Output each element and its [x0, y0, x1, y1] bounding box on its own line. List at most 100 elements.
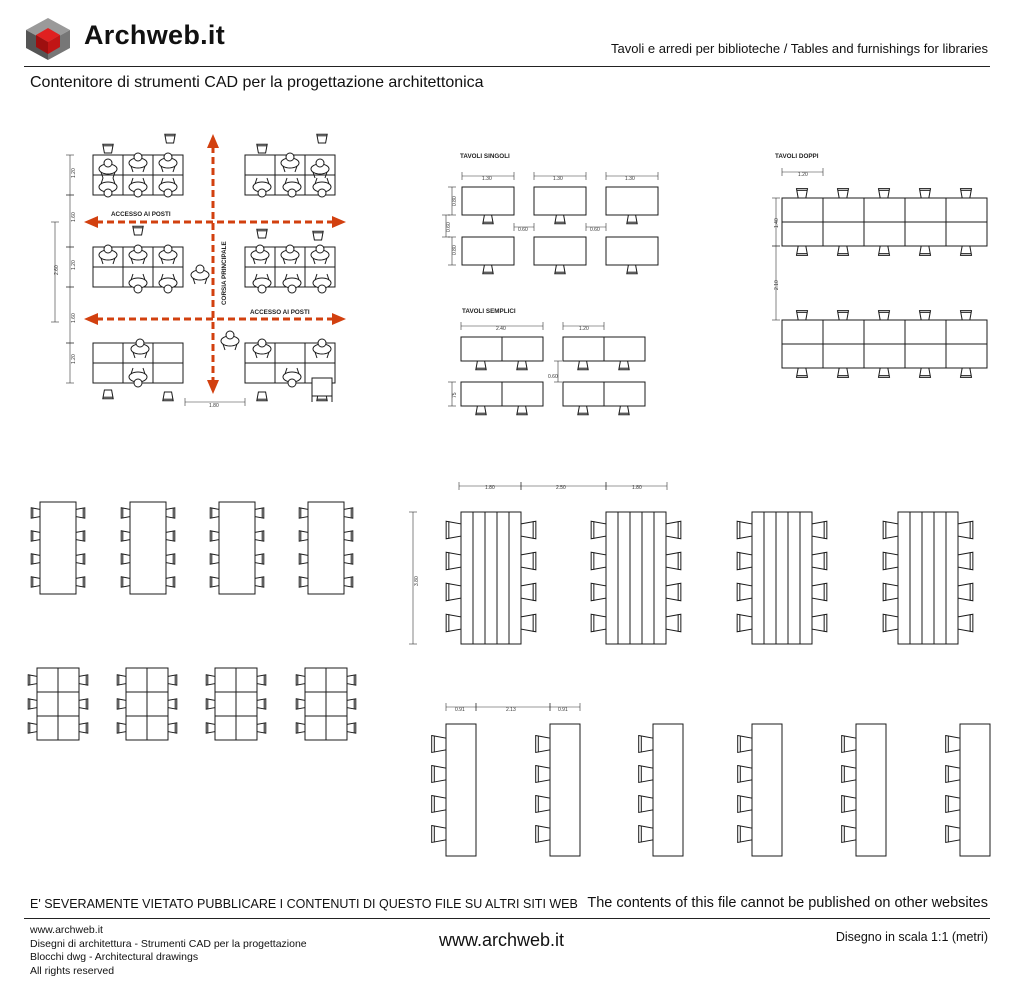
chair-seat — [102, 389, 114, 400]
chair-seat — [618, 405, 630, 416]
person-icon — [280, 244, 300, 265]
dimension-line — [554, 360, 562, 383]
plan-table-cell — [152, 342, 184, 364]
warning-italian: E' SEVERAMENTE VIETATO PUBBLICARE I CONT… — [30, 897, 578, 911]
label-tavoli-singoli: TAVOLI SINGOLI — [460, 153, 510, 160]
chair-seat — [120, 576, 131, 588]
chair-icon — [836, 245, 850, 256]
chair-icon — [30, 553, 41, 565]
chair-seat — [811, 582, 828, 602]
chair-seat — [957, 582, 974, 602]
person-arm — [252, 257, 256, 265]
chair-icon — [295, 674, 306, 686]
chair-seat — [638, 734, 654, 754]
chair-icon — [590, 551, 607, 571]
chair-seat — [638, 794, 654, 814]
chair-seat — [165, 576, 176, 588]
chair-seat — [346, 674, 357, 686]
chair-seat — [75, 530, 86, 542]
chair-icon — [205, 722, 216, 734]
chair-seat — [120, 507, 131, 519]
plan-table-cell — [244, 154, 276, 176]
person-arm — [142, 177, 146, 185]
chair-icon — [736, 551, 753, 571]
chair-seat — [30, 553, 41, 565]
chair-seat — [254, 530, 265, 542]
footer-website[interactable]: www.archweb.it — [439, 930, 565, 950]
person-arm — [326, 273, 330, 281]
person-head — [285, 152, 295, 162]
person-icon — [158, 152, 178, 173]
table-top — [307, 501, 345, 595]
chair-icon — [346, 722, 357, 734]
dim-plan-1: 1.20 — [71, 168, 77, 178]
dim-singoli-gap1: 0.60 — [518, 227, 528, 233]
chair-icon — [841, 794, 857, 814]
chair-icon — [736, 520, 753, 540]
chair-icon — [590, 520, 607, 540]
table-top — [822, 197, 865, 223]
chair-icon — [431, 734, 447, 754]
chair-seat — [945, 734, 961, 754]
person-arm — [314, 351, 318, 359]
chair-seat — [78, 698, 89, 710]
chair-icon — [431, 824, 447, 844]
dim-singoli-h1: 0.80 — [452, 196, 458, 206]
person-arm — [326, 351, 330, 359]
chair-icon — [665, 613, 682, 633]
table-top — [863, 319, 906, 345]
chair-seat — [209, 576, 220, 588]
chair-seat — [298, 507, 309, 519]
chair-icon — [811, 613, 828, 633]
dim-semplici-h2: 75 — [452, 392, 458, 398]
footer-site[interactable]: www.archweb.it — [30, 924, 103, 936]
chair-seat — [165, 553, 176, 565]
person-icon — [128, 273, 148, 294]
dim-singoli-w2: 1.30 — [553, 176, 563, 182]
person-arm — [284, 177, 288, 185]
chair-icon — [626, 264, 638, 275]
chair-icon — [165, 576, 176, 588]
table-top — [214, 667, 237, 693]
chair-seat — [254, 553, 265, 565]
chair-seat — [626, 264, 638, 275]
footer-scale: Disegno in scala 1:1 (metri) — [835, 930, 988, 944]
chair-icon — [577, 405, 589, 416]
chair-seat — [516, 405, 528, 416]
table-top — [304, 691, 327, 717]
chair-icon — [298, 553, 309, 565]
dimension-line — [460, 322, 544, 330]
arrow-head — [84, 216, 98, 228]
dim-plan-3: 1.20 — [71, 260, 77, 270]
person-icon — [282, 177, 302, 198]
chair-icon — [254, 530, 265, 542]
person-icon — [190, 264, 210, 285]
table-top — [945, 197, 988, 223]
bench-table — [652, 723, 684, 857]
chair-icon — [165, 530, 176, 542]
chair-icon — [256, 391, 268, 402]
chair-seat — [431, 824, 447, 844]
chair-icon — [295, 698, 306, 710]
chair-icon — [475, 405, 487, 416]
chair-icon — [918, 188, 932, 199]
warning-english: The contents of this file cannot be publ… — [587, 895, 988, 911]
chair-icon — [836, 367, 850, 378]
dim-plan-5: 1.60 — [71, 313, 77, 323]
chair-seat — [590, 551, 607, 571]
chair-seat — [638, 824, 654, 844]
header-divider — [24, 66, 990, 67]
dim-doppi-h1: 1.40 — [774, 218, 780, 228]
chair-icon — [254, 507, 265, 519]
chair-icon — [535, 734, 551, 754]
person-icon — [98, 244, 118, 265]
chair-icon — [945, 794, 961, 814]
table-top — [863, 221, 906, 247]
logo-text[interactable]: Archweb.it — [84, 20, 226, 50]
bench-table — [751, 723, 783, 857]
person-icon — [98, 177, 118, 198]
chair-seat — [882, 551, 899, 571]
person-head — [285, 244, 295, 254]
person-arm — [172, 273, 176, 281]
table-top — [533, 186, 587, 216]
